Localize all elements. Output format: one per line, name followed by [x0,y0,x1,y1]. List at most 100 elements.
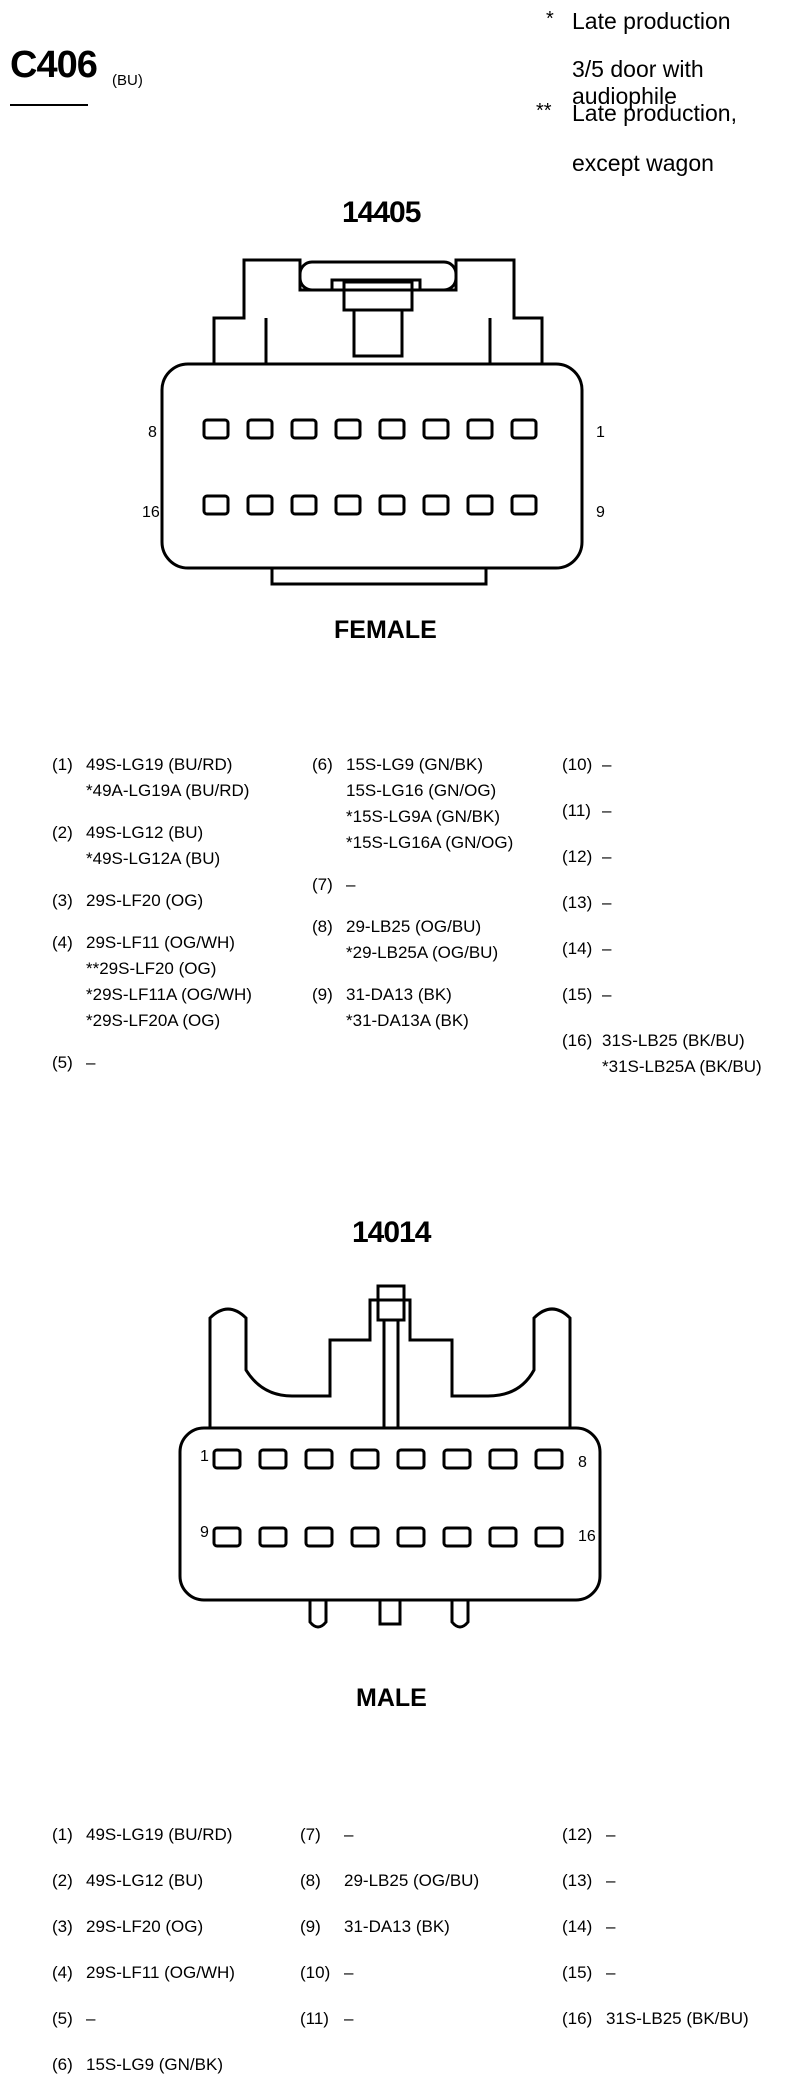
pin-number: (10) [562,755,593,774]
female-pin-cavity [246,494,274,516]
female-pin-cavity [202,418,230,440]
pin-number: (14) [562,1917,593,1936]
male-pin-7: (7)– [300,1822,479,1848]
female-pin-9: (9)31-DA13 (BK)*31-DA13A (BK) [312,982,513,1034]
wire: *49A-LG19A (BU/RD) [86,781,250,800]
female-pin-label-top-left: 8 [148,424,157,441]
male-foot-right [450,1600,470,1629]
female-pin-cavity [378,494,406,516]
male-foot-left [308,1600,328,1629]
male-pin-cavity [488,1526,518,1548]
pin-number: (2) [52,823,73,842]
pin-number: (15) [562,1963,593,1982]
male-pin-cavity [396,1526,426,1548]
male-pin-cavity [396,1448,426,1470]
pin-number: (4) [52,933,73,952]
pin-number: (5) [52,1053,73,1072]
female-pin-cavity [422,418,450,440]
female-pin-cavity [466,494,494,516]
pin-number: (3) [52,1917,73,1936]
pin-number: (13) [562,1871,593,1890]
male-pin-9: (9) 31-DA13 (BK) [300,1914,479,1940]
pin-number: (4) [52,1963,73,1982]
wire: 31S-LB25 (BK/BU) [602,1031,745,1050]
wire: 15S-LG9 (GN/BK) [346,755,483,774]
female-housing [160,362,584,570]
wire: 31-DA13 (BK) [344,1917,450,1936]
female-pin-cavity [378,418,406,440]
female-label: FEMALE [334,616,437,644]
male-pin-16: (16)31S-LB25 (BK/BU) [562,2006,749,2032]
male-pin-label-bottom-left: 9 [200,1524,209,1541]
female-pin-12: (12)– [562,844,762,870]
male-pin-14: (14)– [562,1914,749,1940]
male-pin-3: (3)29S-LF20 (OG) [52,1914,235,1940]
pin-number: (8) [312,917,333,936]
female-pin-list-col-1: (1)49S-LG19 (BU/RD)*49A-LG19A (BU/RD) (2… [52,752,252,1076]
pin-number: (11) [300,2009,329,2028]
wire: 49S-LG12 (BU) [86,823,204,842]
male-pin-label-top-right: 8 [578,1454,587,1471]
male-pin-cavities [212,1448,564,1548]
male-pin-15: (15)– [562,1960,749,1986]
male-pin-10: (10)– [300,1960,479,1986]
male-connector-drawing [178,1284,602,1629]
female-pin-cavity [290,418,318,440]
male-part-number: 14014 [352,1216,431,1249]
wire: – [606,1871,616,1890]
male-pin-label-bottom-right: 16 [578,1528,596,1545]
male-label: MALE [356,1684,427,1712]
wire: 29S-LF11 (OG/WH) [86,1963,235,1982]
female-pin-4: (4)29S-LF11 (OG/WH)**29S-LF20 (OG)*29S-L… [52,930,252,1034]
wire: – [86,1053,96,1072]
note-1-line-1: Late production [572,8,731,34]
pin-number: (12) [562,1825,593,1844]
male-center-post [376,1284,406,1322]
wire: – [606,1825,616,1844]
pin-number: (5) [52,2009,73,2028]
male-pin-4: (4) 29S-LF11 (OG/WH) [52,1960,235,1986]
wire: – [602,893,612,912]
female-latch-ribs [264,318,492,364]
connector-color: (BU) [112,72,143,89]
wire: **29S-LF20 (OG) [86,959,217,978]
female-pin-cavity [510,418,538,440]
male-pin-13: (13)– [562,1868,749,1894]
wire: 29-LB25 (OG/BU) [344,1871,480,1890]
male-pin-cavity [442,1448,472,1470]
wire: 15S-LG9 (GN/BK) [86,2055,223,2074]
pin-number: (9) [300,1917,321,1936]
female-pin-cavity [246,418,274,440]
male-pin-cavity [442,1526,472,1548]
female-pin-6: (6) 15S-LG9 (GN/BK) 15S-LG16 (GN/OG) *15S-L… [312,752,513,856]
wire: 49S-LG19 (BU/RD) [86,755,233,774]
male-pin-list-col-3: (12)– (13)– (14)– (15)– (16)31S-LB25 (BK… [562,1822,749,2032]
female-pin-cavity [334,494,362,516]
note-2-mark: ** [536,100,552,122]
female-pin-7: (7)– [312,872,513,898]
female-part-number: 14405 [342,196,421,229]
female-pin-2: (2)49S-LG12 (BU)*49S-LG12A (BU) [52,820,252,872]
male-pin-cavity [534,1526,564,1548]
wire: *15S-LG16A (GN/OG) [346,833,514,852]
female-pin-3: (3)29S-LF20 (OG) [52,888,252,914]
pin-number: (6) [312,755,333,774]
note-1-mark: * [546,8,554,30]
male-pin-6: (6) 15S-LG9 (GN/BK) [52,2052,235,2078]
pin-number: (6) [52,2055,73,2074]
pin-number: (1) [52,1825,73,1844]
female-latch-key [352,308,404,358]
female-pin-cavity [510,494,538,516]
pin-number: (16) [562,1031,593,1050]
wire: – [602,755,612,774]
wire: 15S-LG16 (GN/OG) [346,781,497,800]
male-foot-center [378,1600,402,1626]
note-1-line-2: 3/5 door with audiophile [572,56,704,109]
pin-number: (12) [562,847,593,866]
wire: *31-DA13A (BK) [346,1011,469,1030]
wire: – [606,1917,616,1936]
wire: – [344,1963,354,1982]
wire: *29S-LF20A (OG) [86,1011,221,1030]
male-pin-cavity [534,1448,564,1470]
